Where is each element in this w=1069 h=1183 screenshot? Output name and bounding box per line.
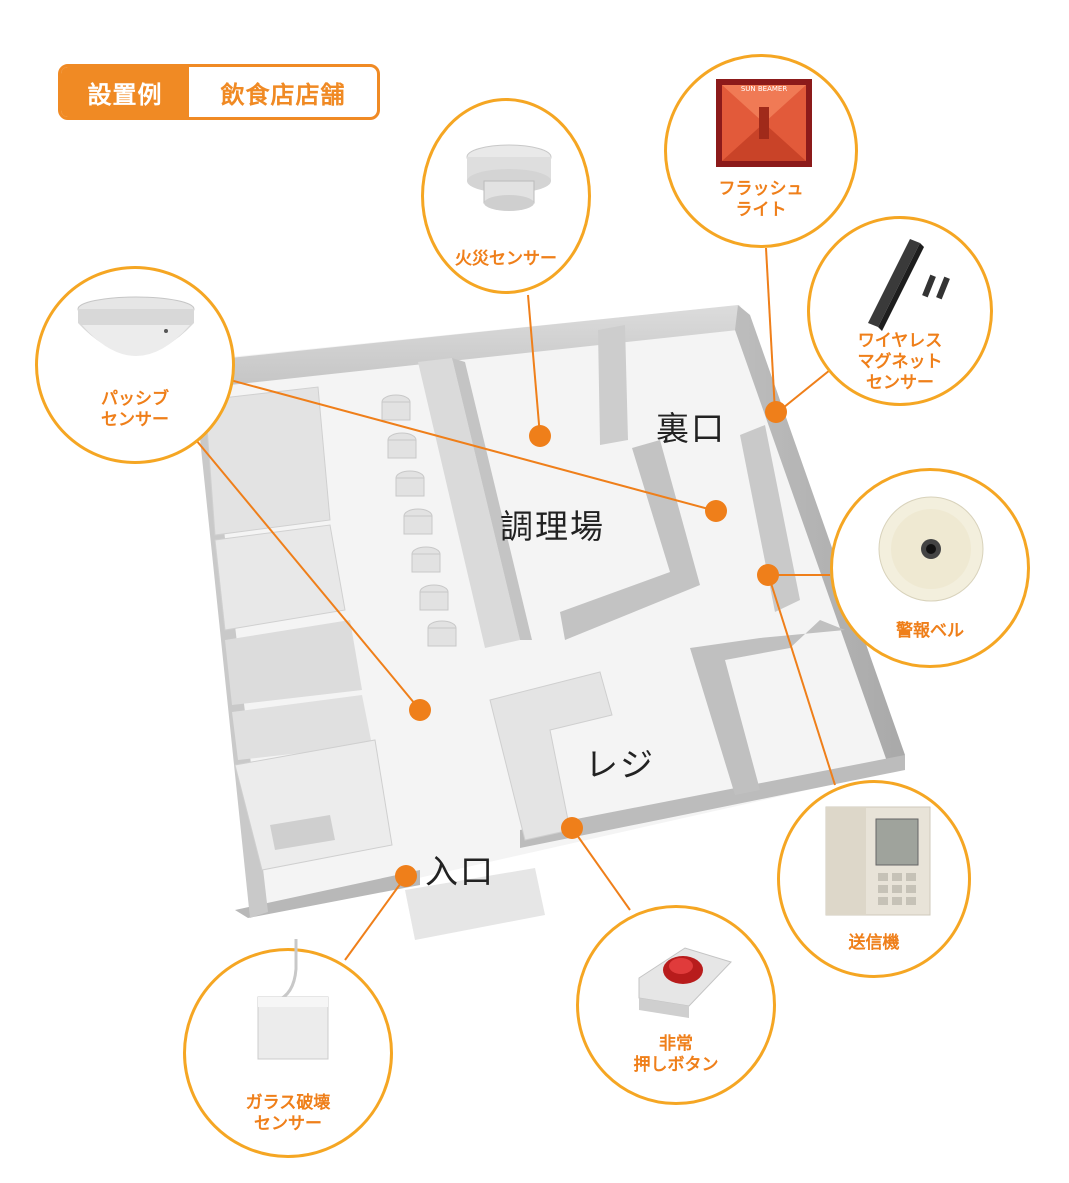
label-emergency-button: 非常 押しボタン bbox=[633, 1034, 719, 1075]
left-booth-1 bbox=[225, 620, 362, 705]
label-passive-sensor: パッシブ センサー bbox=[101, 389, 169, 430]
passive-sensor-icon bbox=[77, 296, 195, 356]
emergency-button-icon bbox=[638, 947, 732, 1018]
callout-passive-sensor: パッシブ センサー bbox=[35, 266, 235, 464]
partition-back bbox=[598, 325, 628, 445]
alarm-bell-icon bbox=[878, 496, 984, 602]
room-label-kitchen: 調理場 bbox=[500, 507, 605, 546]
label-glass-break: ガラス破壊 センサー bbox=[245, 1093, 331, 1134]
partition-kitchen bbox=[560, 440, 700, 640]
kitchen-counter-side bbox=[452, 358, 532, 640]
register-counter bbox=[489, 671, 613, 841]
connector-lines bbox=[195, 247, 836, 961]
room-label-back-door: 裏口 bbox=[656, 409, 726, 448]
left-room-counter bbox=[270, 815, 335, 850]
outer-wall-back bbox=[192, 305, 738, 390]
label-wireless-magnet: ワイヤレス マグネット センサー bbox=[857, 331, 943, 393]
callout-alarm-bell: 警報ベル bbox=[830, 468, 1030, 668]
outer-wall-front-right bbox=[520, 755, 905, 848]
tag-label: 設置例 bbox=[61, 67, 189, 117]
callout-glass-break: ガラス破壊 センサー bbox=[183, 939, 393, 1158]
room-label-register: レジ bbox=[585, 745, 655, 784]
label-alarm-bell: 警報ベル bbox=[896, 621, 964, 641]
partition-lower bbox=[690, 620, 845, 795]
label-flash-light: フラッシュ ライト bbox=[718, 179, 804, 220]
transmitter-icon bbox=[825, 806, 931, 916]
flash-light-icon: SUN BEAMER bbox=[716, 79, 812, 167]
kitchen-counter bbox=[418, 358, 520, 648]
room-label-entrance: 入口 bbox=[425, 852, 495, 891]
left-shelf-1 bbox=[204, 386, 331, 536]
callout-flash-light: SUN BEAMER フラッシュ ライト bbox=[664, 54, 858, 248]
label-transmitter: 送信機 bbox=[848, 933, 900, 953]
entrance-mat bbox=[405, 868, 545, 940]
stools bbox=[381, 394, 457, 647]
smoke-detector-icon bbox=[466, 144, 552, 211]
left-booth-2 bbox=[232, 695, 372, 760]
example-tag: 設置例 飲食店店舗 bbox=[58, 64, 380, 120]
callout-wireless-magnet: ワイヤレス マグネット センサー bbox=[807, 216, 993, 406]
outer-wall-front bbox=[235, 870, 420, 918]
tag-value: 飲食店店舗 bbox=[220, 80, 346, 109]
glass-break-sensor-icon bbox=[257, 939, 329, 1060]
callout-fire-sensor: 火災センサー bbox=[421, 98, 591, 294]
label-fire-sensor: 火災センサー bbox=[455, 249, 557, 269]
flash-light-brand: SUN BEAMER bbox=[741, 85, 788, 93]
markers bbox=[395, 401, 787, 887]
callout-emergency-button: 非常 押しボタン bbox=[576, 905, 776, 1105]
callout-transmitter: 送信機 bbox=[777, 780, 971, 978]
partition-right bbox=[740, 425, 800, 612]
left-shelf-2 bbox=[214, 524, 346, 631]
magnet-sensor-icon bbox=[868, 239, 950, 331]
